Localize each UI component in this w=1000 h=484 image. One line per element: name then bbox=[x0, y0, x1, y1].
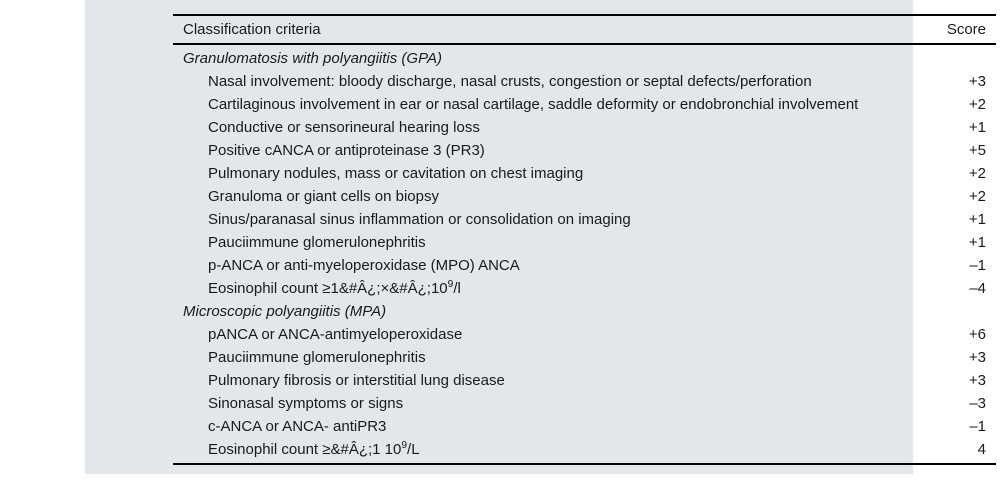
table-row: Sinonasal symptoms or signs –3 bbox=[173, 392, 996, 415]
criterion-label: Pulmonary fibrosis or interstitial lung … bbox=[208, 372, 505, 389]
criterion-score: +3 bbox=[968, 349, 986, 366]
criterion-label: Pauciimmune glomerulonephritis bbox=[208, 349, 426, 366]
criterion-label-unit: /l bbox=[453, 280, 461, 297]
criterion-label: Eosinophil count ≥&#Â¿;1 109/L bbox=[208, 440, 420, 458]
criterion-score: +3 bbox=[968, 73, 986, 90]
table-row: Nasal involvement: bloody discharge, nas… bbox=[173, 70, 996, 93]
criterion-score: +1 bbox=[968, 211, 986, 228]
criterion-score: +5 bbox=[968, 142, 986, 159]
criterion-score: 4 bbox=[977, 441, 986, 458]
criterion-score: +3 bbox=[968, 372, 986, 389]
table-inner: Classification criteria Score Granulomat… bbox=[173, 0, 996, 474]
criterion-label: c-ANCA or ANCA- antiPR3 bbox=[208, 418, 387, 435]
criterion-label: pANCA or ANCA-antimyeloperoxidase bbox=[208, 326, 463, 343]
criterion-score: –1 bbox=[969, 257, 986, 274]
table-row: c-ANCA or ANCA- antiPR3 –1 bbox=[173, 415, 996, 438]
criterion-label: Pulmonary nodules, mass or cavitation on… bbox=[208, 165, 584, 182]
criterion-score: +2 bbox=[968, 188, 986, 205]
table-row: Granuloma or giant cells on biopsy +2 bbox=[173, 185, 996, 208]
table-row: Pulmonary fibrosis or interstitial lung … bbox=[173, 369, 996, 392]
criterion-label-superscript: 9 bbox=[401, 440, 408, 451]
table-section-row: Granulomatosis with polyangiitis (GPA) bbox=[173, 47, 996, 70]
criterion-score: –4 bbox=[969, 280, 986, 297]
section-title: Microscopic polyangiitis (MPA) bbox=[183, 303, 387, 320]
table-top-rule bbox=[173, 14, 996, 16]
table-row: Pauciimmune glomerulonephritis +3 bbox=[173, 346, 996, 369]
table-row: Eosinophil count ≥1&#Â¿;×&#Â¿;109/l –4 bbox=[173, 277, 996, 300]
table-row: Pauciimmune glomerulonephritis +1 bbox=[173, 231, 996, 254]
table-row: p-ANCA or anti-myeloperoxidase (MPO) ANC… bbox=[173, 254, 996, 277]
table-row: pANCA or ANCA-antimyeloperoxidase +6 bbox=[173, 323, 996, 346]
column-header-score: Score bbox=[946, 21, 986, 38]
criterion-score: +2 bbox=[968, 96, 986, 113]
criterion-label: Cartilaginous involvement in ear or nasa… bbox=[208, 96, 859, 113]
criterion-score: +6 bbox=[968, 326, 986, 343]
section-title: Granulomatosis with polyangiitis (GPA) bbox=[183, 50, 442, 67]
criterion-label: Pauciimmune glomerulonephritis bbox=[208, 234, 426, 251]
criterion-label: Sinonasal symptoms or signs bbox=[208, 395, 404, 412]
column-header-criteria: Classification criteria bbox=[183, 21, 321, 38]
criterion-label: Conductive or sensorineural hearing loss bbox=[208, 119, 480, 136]
table-section-row: Microscopic polyangiitis (MPA) bbox=[173, 300, 996, 323]
table-row: Pulmonary nodules, mass or cavitation on… bbox=[173, 162, 996, 185]
criterion-label: p-ANCA or anti-myeloperoxidase (MPO) ANC… bbox=[208, 257, 520, 274]
criterion-score: –3 bbox=[969, 395, 986, 412]
table-header-rule bbox=[173, 43, 996, 45]
criterion-score: +2 bbox=[968, 165, 986, 182]
criterion-label-superscript: 9 bbox=[447, 279, 454, 290]
classification-criteria-table-panel: Classification criteria Score Granulomat… bbox=[85, 0, 996, 474]
table-row: Cartilaginous involvement in ear or nasa… bbox=[173, 93, 996, 116]
criterion-label: Sinus/paranasal sinus inflammation or co… bbox=[208, 211, 631, 228]
table-bottom-rule bbox=[173, 463, 996, 465]
criterion-label: Nasal involvement: bloody discharge, nas… bbox=[208, 73, 812, 90]
criterion-score: –1 bbox=[969, 418, 986, 435]
table-row: Conductive or sensorineural hearing loss… bbox=[173, 116, 996, 139]
table-row: Positive cANCA or antiproteinase 3 (PR3)… bbox=[173, 139, 996, 162]
criterion-score: +1 bbox=[968, 234, 986, 251]
criterion-label: Eosinophil count ≥1&#Â¿;×&#Â¿;109/l bbox=[208, 279, 461, 297]
criterion-label: Positive cANCA or antiproteinase 3 (PR3) bbox=[208, 142, 485, 159]
criterion-label-unit: /L bbox=[407, 441, 420, 458]
table-header-row: Classification criteria Score bbox=[173, 18, 996, 41]
table-row: Eosinophil count ≥&#Â¿;1 109/L 4 bbox=[173, 438, 996, 461]
table-row: Sinus/paranasal sinus inflammation or co… bbox=[173, 208, 996, 231]
criterion-score: +1 bbox=[968, 119, 986, 136]
criterion-label: Granuloma or giant cells on biopsy bbox=[208, 188, 439, 205]
